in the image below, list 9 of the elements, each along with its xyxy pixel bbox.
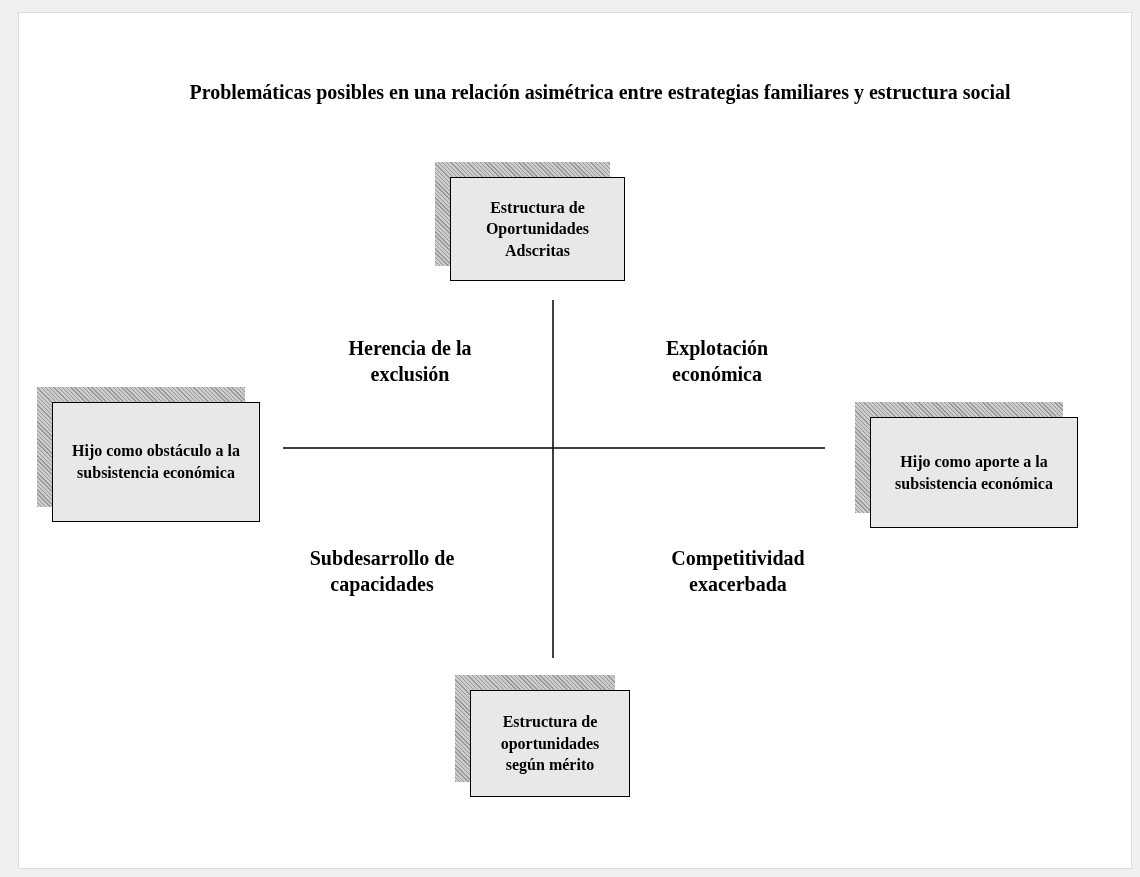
diagram-title: Problemáticas posibles en una relación asimétrica entre estrategias familiares y estructura social: [188, 80, 1012, 106]
quadrant-label: Subdesarrollo de capacidades: [308, 546, 456, 597]
quadrant-label: Explotación económica: [664, 336, 770, 387]
concept-box: Estructura de Oportunidades Adscritas: [450, 177, 625, 281]
quadrant-label: Herencia de la exclusión: [347, 336, 473, 387]
concept-box: Hijo como obstáculo a la subsistencia económica: [52, 402, 260, 522]
concept-box: Hijo como aporte a la subsistencia económica: [870, 417, 1078, 528]
concept-box: Estructura de oportunidades según mérito: [470, 690, 630, 797]
quadrant-label: Competitividad exacerbada: [670, 546, 806, 597]
